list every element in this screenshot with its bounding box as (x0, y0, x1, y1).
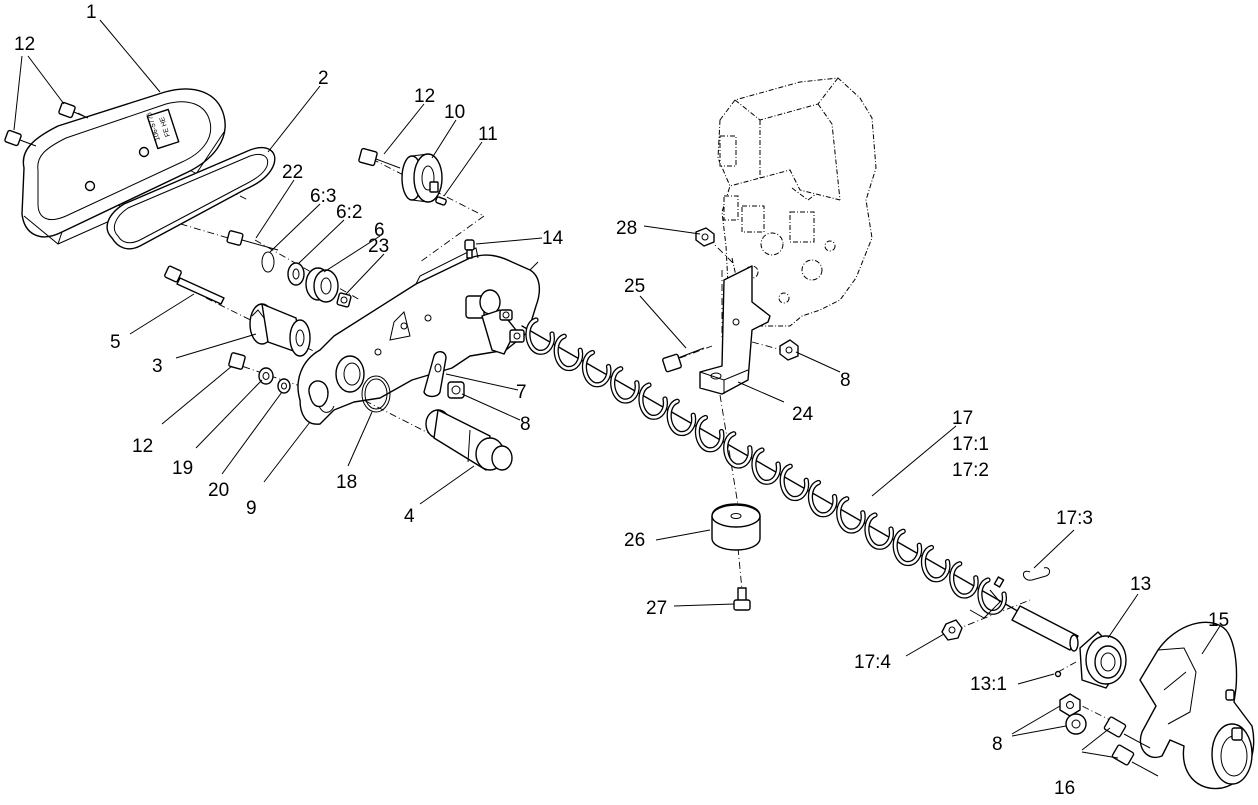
bearing-spacer (287, 262, 305, 286)
adjuster-mechanism (465, 289, 525, 355)
auger-flight-highlight (865, 513, 893, 549)
end-bolt-lower (1111, 744, 1159, 777)
callout-15: 15 (1208, 610, 1229, 631)
clamp-plate (423, 351, 447, 398)
callout-17-3: 17:3 (1056, 508, 1093, 529)
callout-11: 11 (478, 124, 498, 145)
end-nut-upper (1059, 693, 1081, 717)
auger-flight-highlight (639, 383, 667, 419)
auger-flight-highlight (526, 318, 554, 354)
auger-flight-highlight (611, 367, 639, 403)
callout-8-end: 8 (992, 734, 1003, 755)
drive-pulley (249, 303, 311, 357)
idler-pin (435, 196, 447, 206)
phantom-housing (717, 77, 877, 327)
bracket-bolt (662, 347, 705, 373)
auger-flight-highlight (780, 464, 808, 500)
auger-flight-highlight (752, 448, 780, 484)
callout-22: 22 (282, 162, 303, 183)
callout-17-4: 17:4 (854, 652, 891, 673)
callout-6-3: 6:3 (310, 186, 336, 207)
callout-12-pulley: 12 (132, 436, 153, 457)
auger-flight-highlight (950, 562, 978, 598)
callout-19: 19 (172, 458, 193, 479)
callout-8-plate: 8 (520, 414, 531, 435)
hairpin-clip (1023, 567, 1051, 581)
plate-nut (447, 381, 465, 399)
auger-flight-highlight (667, 399, 695, 435)
bearing (305, 267, 339, 303)
cover-bolt-lower (4, 129, 37, 147)
pulley-bolt (228, 352, 246, 370)
auger-flight-highlight (724, 432, 752, 468)
grease-fitting-14 (464, 239, 475, 259)
end-housing (1139, 621, 1255, 790)
idler-pulley (401, 153, 443, 203)
callout-2: 2 (318, 68, 329, 89)
callout-17-1: 17:1 (952, 434, 989, 455)
idler-pulley-bolt (358, 147, 401, 169)
belt-cover: 106-5776 FE HE (21, 88, 226, 245)
auger-shaft-end (1011, 605, 1079, 652)
drive-belt (106, 146, 276, 250)
auger (521, 317, 1069, 641)
cover-bolt-upper (58, 101, 89, 119)
bracket-nut (779, 339, 799, 361)
bearing-nut (336, 292, 352, 308)
auger-flight-highlight (696, 416, 724, 452)
callout-13-1: 13:1 (970, 674, 1007, 695)
leader-lines (13, 19, 1221, 759)
callout-16: 16 (1054, 778, 1075, 799)
callout-17: 17 (952, 408, 973, 429)
callout-25: 25 (624, 276, 645, 297)
callout-23: 23 (368, 236, 389, 257)
end-bearing-fitting (1054, 670, 1062, 678)
auger-flight-highlight (583, 351, 611, 387)
callout-3: 3 (152, 356, 163, 377)
callout-18: 18 (336, 472, 357, 493)
end-bearing (1079, 631, 1127, 689)
o-ring (361, 375, 391, 413)
callout-8-bracket: 8 (840, 370, 851, 391)
end-washer-lower (1065, 713, 1087, 735)
auger-nut (941, 619, 963, 641)
auger-flight-highlight (554, 334, 582, 370)
bracket-flange-nut (695, 227, 715, 247)
washer-20 (277, 378, 291, 394)
callout-7: 7 (516, 382, 527, 403)
bushing (425, 409, 513, 471)
callout-27: 27 (646, 598, 667, 619)
callout-5: 5 (110, 332, 121, 353)
callout-20: 20 (208, 480, 229, 501)
retaining-ring (261, 251, 275, 273)
callout-24: 24 (792, 404, 814, 425)
auger-flight-highlight (837, 497, 865, 533)
auger-flight-highlight (893, 529, 921, 565)
callout-6: 6 (374, 220, 385, 241)
bumper-screw (733, 587, 751, 611)
mount-bracket (699, 265, 771, 395)
auger-flight-highlight (809, 481, 837, 517)
washer-19 (258, 367, 274, 385)
callout-9: 9 (246, 498, 257, 519)
callout-26: 26 (624, 530, 645, 551)
rubber-bumper (711, 503, 761, 551)
callout-17-2: 17:2 (952, 460, 989, 481)
long-bolt (164, 265, 225, 305)
callout-12-cover: 12 (14, 34, 35, 55)
end-bolt-upper (1103, 716, 1151, 749)
callout-12-idler: 12 (414, 86, 435, 107)
callout-1: 1 (86, 2, 97, 23)
callout-28: 28 (616, 218, 637, 239)
callout-labels: 1 12 2 12 10 11 22 6:3 6:2 6 23 14 28 25… (14, 2, 1229, 799)
callout-10: 10 (444, 102, 465, 123)
auger-flights (525, 317, 1007, 615)
callout-14: 14 (542, 228, 564, 249)
callout-13: 13 (1130, 574, 1151, 595)
callout-6-2: 6:2 (336, 202, 362, 223)
auger-flight-highlight (922, 546, 950, 582)
callout-4: 4 (404, 506, 415, 527)
bearing-bolt (226, 230, 279, 251)
